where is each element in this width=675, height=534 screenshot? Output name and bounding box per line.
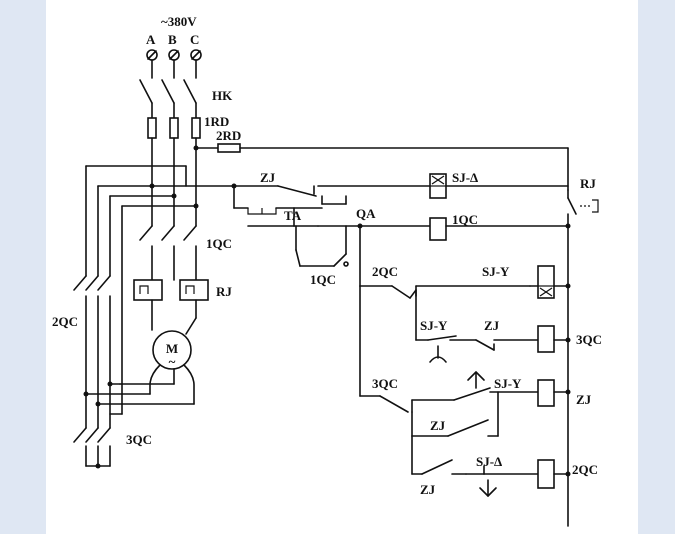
coil-sj-y — [537, 265, 555, 299]
label-zj-contact-2: ZJ — [430, 418, 446, 433]
label-hk: HK — [212, 88, 233, 103]
coil-1qc — [429, 217, 447, 241]
label-3qc-aux: 3QC — [372, 376, 398, 391]
label-1qc-aux: 1QC — [310, 272, 336, 287]
motor-tilde: ~ — [169, 354, 176, 369]
terminal-a — [146, 49, 158, 61]
label-phase-a: A — [146, 32, 156, 47]
label-1qc-coil: 1QC — [452, 212, 478, 227]
thermal-relay-rj — [133, 279, 209, 301]
label-1rd: 1RD — [204, 114, 229, 129]
label-supply-voltage: ~380V — [161, 14, 197, 29]
label-phase-b: B — [168, 32, 177, 47]
label-sj-y-contact-2: SJ-Y — [494, 376, 522, 391]
label-zj-coil: ZJ — [576, 392, 592, 407]
coil-zj — [537, 379, 555, 407]
label-zj-contact-3: ZJ — [420, 482, 436, 497]
label-3qc-main: 3QC — [126, 432, 152, 447]
label-zj-contact-1: ZJ — [484, 318, 500, 333]
label-2rd: 2RD — [216, 128, 241, 143]
contactor-3qc-main — [73, 383, 111, 469]
label-sj-delta-coil: SJ-Δ — [452, 170, 478, 185]
motor: M ~ — [152, 330, 192, 370]
label-1qc-main: 1QC — [206, 236, 232, 251]
terminal-c — [190, 49, 202, 61]
label-3qc-coil: 3QC — [576, 332, 602, 347]
label-rj-relay: RJ — [216, 284, 232, 299]
label-2qc-coil: 2QC — [572, 462, 598, 477]
label-ta: TA — [284, 208, 302, 223]
label-2qc-aux: 2QC — [372, 264, 398, 279]
label-sj-y-coil: SJ-Y — [482, 264, 510, 279]
terminal-b — [168, 49, 180, 61]
labels: ~380V A B C HK 1RD 2RD ZJ TA QA SJ-Δ RJ … — [52, 14, 602, 497]
hk-switch — [139, 79, 197, 119]
control-circuit — [151, 173, 599, 527]
fuse-1rd — [147, 117, 201, 139]
label-2qc-main: 2QC — [52, 314, 78, 329]
coil-3qc — [537, 325, 555, 353]
contactor-1qc-main — [139, 225, 197, 281]
coil-2qc — [537, 459, 555, 489]
fuse-2rd — [217, 143, 241, 153]
label-sj-delta-contact: SJ-Δ — [476, 454, 502, 469]
label-rj-contact: RJ — [580, 176, 596, 191]
contactor-2qc-main — [73, 165, 111, 405]
label-zj-top: ZJ — [260, 170, 276, 185]
label-sj-y-contact: SJ-Y — [420, 318, 448, 333]
label-phase-c: C — [190, 32, 199, 47]
motor-label: M — [166, 341, 178, 356]
power-circuit: M ~ — [73, 49, 569, 469]
label-qa: QA — [356, 206, 376, 221]
